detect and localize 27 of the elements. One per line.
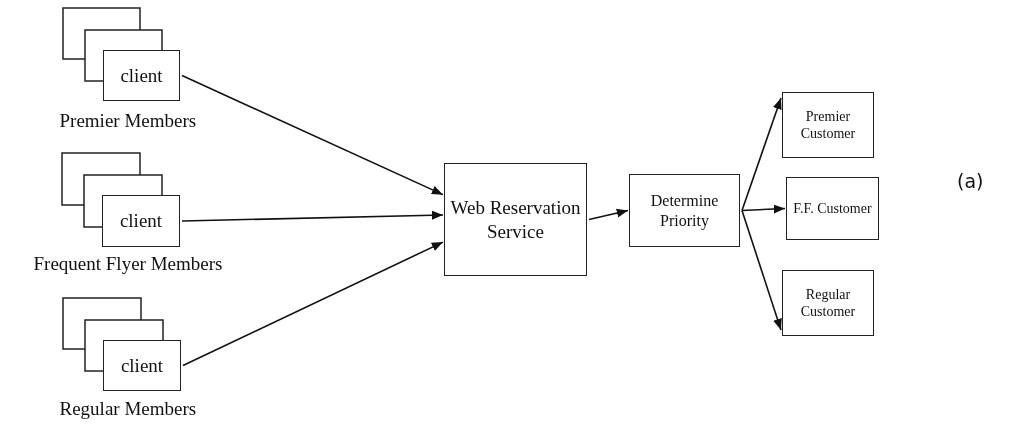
arrow [181,74,444,196]
box-label: client [119,209,163,233]
process-box [786,177,879,240]
box-label: F.F. Customer [793,199,872,218]
group-caption: Frequent Flyer Members [33,253,223,275]
box-label: client [120,63,163,88]
box-label: Determine Priority [649,190,720,231]
arrow [588,208,629,221]
process-box [782,92,874,158]
process-box [629,174,740,247]
box-label: Regular Customer [799,285,857,321]
process-box [444,163,587,276]
arrow [741,209,782,331]
box-label: client [120,353,164,378]
arrow [741,97,782,212]
group-caption: Premier Members [59,110,197,132]
arrow [182,241,444,367]
arrow [181,210,444,222]
arrow [741,204,786,214]
client-box [103,50,180,101]
panel-label: (a) [957,170,984,192]
box-label: Premier Customer [799,107,857,143]
box-label: Web Reservation Service [449,195,582,244]
client-box [102,195,180,247]
group-caption: Regular Members [59,398,197,420]
process-box [782,270,874,336]
client-box [103,340,181,391]
